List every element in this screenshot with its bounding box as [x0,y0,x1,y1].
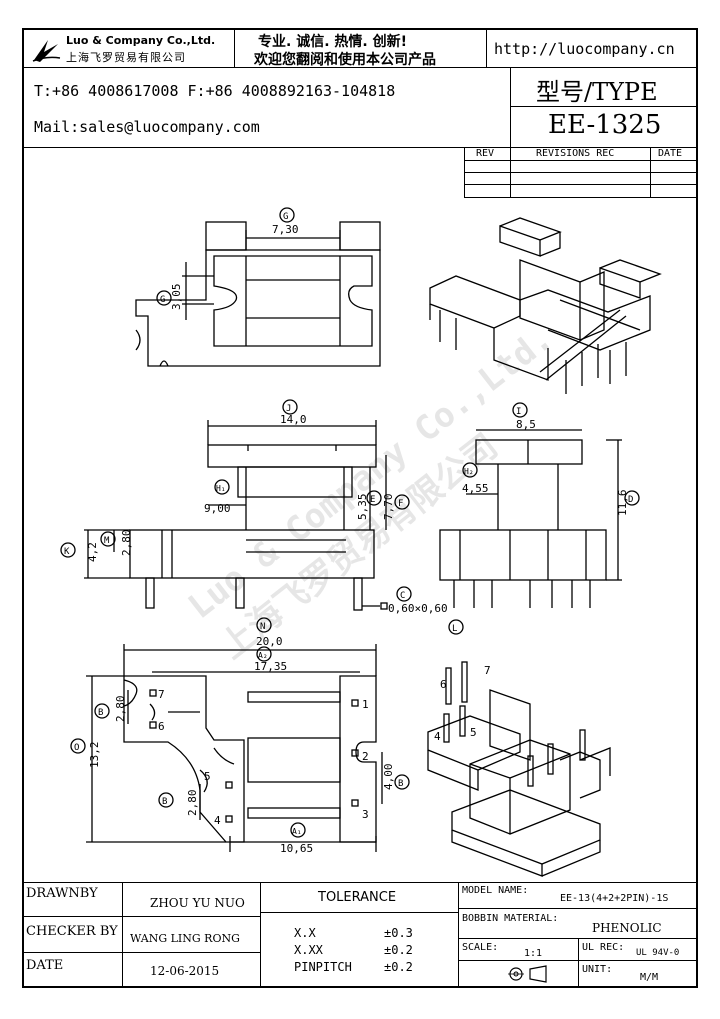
dim-j: 14,0 [280,413,307,426]
ul-rec-label: UL REC: [582,942,625,953]
dim-k: 4,2 [86,542,99,562]
dim-label-m: M [104,536,110,546]
dim-label-g: G [283,212,288,222]
scale-label: SCALE: [462,942,499,953]
type-label: 型号/TYPE [536,78,658,106]
top-view [135,221,381,367]
dim-label-b2: B [398,779,403,789]
iso-pin-4: 4 [434,730,441,743]
dim-label-o: O [74,743,79,753]
dim-label-h2: H₂ [464,467,474,476]
tol-val-0: ±0.3 [384,926,413,940]
unit-label: UNIT: [582,964,613,975]
logo-icon [32,40,61,62]
pin-label-3: 3 [362,808,369,821]
slogan-line-2: 欢迎您翻阅和使用本公司产品 [254,52,436,68]
dim-label-c: C [400,591,405,601]
dim-label-l: L [452,624,457,634]
isometric-view-bottom [427,661,611,877]
dim-e: 5,35 [356,494,369,521]
tolerance-label: TOLERANCE [318,890,397,905]
dim-i: 8,5 [516,418,536,431]
pin-label-6: 6 [158,720,165,733]
dim-m: 2,80 [120,530,133,557]
iso-pin-7: 7 [484,664,491,677]
projection-symbol-icon [508,965,547,983]
revisions-rec-col-header: REVISIONS REC [536,148,615,159]
dim-label-n: N [260,622,265,632]
isometric-view-top [429,217,662,394]
dim-label-b: B [98,708,103,718]
dim-label-a2: A₂ [258,651,268,660]
dim-g: 7,30 [272,223,299,236]
pin-label-1: 1 [362,698,369,711]
bobbin-material-value: PHENOLIC [592,921,662,935]
tol-key-2: PINPITCH [294,960,352,974]
dim-label-b1: B [162,797,167,807]
tol-val-1: ±0.2 [384,943,413,957]
pin-label-2: 2 [362,750,369,763]
dim-label-a1: A₁ [292,827,302,836]
dim-h2: 4,55 [462,482,489,495]
dim-f: 7,70 [382,494,395,521]
front-view [84,420,387,611]
ul-rec-value: UL 94V-0 [636,948,680,958]
dim-label-h1: H₁ [216,484,226,493]
dim-label-f: F [398,499,403,509]
website-url[interactable]: http://luocompany.cn [494,40,675,58]
dim-b1: 2,80 [186,790,199,817]
dim-label-k: K [64,547,70,557]
date-col-header: DATE [658,148,683,159]
dim-a1: 10,65 [280,842,313,855]
dim-o: 13,2 [88,742,101,769]
drawing-sheet [22,28,698,988]
checker-value: WANG LING RONG [130,932,240,945]
slogan-line-1: 专业. 诚信. 热情. 创新! [258,34,407,50]
dim-h1: 9,00 [204,502,231,515]
dim-label-g2: G [160,295,165,305]
side-view [439,429,622,608]
pin-label-4: 4 [214,814,221,827]
dim-n: 20,0 [256,635,283,648]
dim-label-i: I [516,407,521,417]
iso-pins-bottom [443,661,586,787]
dim-b: 2,80 [114,696,127,723]
company-name-en: Luo & Company Co.,Ltd. [66,34,216,47]
pin-label-5: 5 [204,770,211,783]
dim-c: 0,60×0,60 [388,602,448,615]
dim-b2: 4,00 [382,764,395,791]
company-name-cn: 上海飞罗贸易有限公司 [66,51,186,64]
dim-label-j: J [286,404,291,414]
scale-value: 1:1 [524,948,543,959]
dim-a2: 17,35 [254,660,287,673]
iso-pins [439,310,627,394]
contact-phone-fax: T:+86 4008617008 F:+86 4008892163-104818 [34,82,396,100]
bobbin-material-label: BOBBIN MATERIAL: [462,913,559,924]
iso-pin-6: 6 [440,678,447,691]
date-value: 12-06-2015 [150,964,220,978]
drawnby-value: ZHOU YU NUO [150,896,245,910]
dim-label-e: E [370,495,375,505]
model-number: EE-1325 [548,110,662,140]
tol-key-0: X.X [294,926,316,940]
contact-mail[interactable]: Mail:sales@luocompany.com [34,118,260,136]
unit-value: M/M [640,972,659,983]
model-name-label: MODEL NAME: [462,885,529,896]
iso-pin-5: 5 [470,726,477,739]
drawnby-label: DRAWNBY [26,886,98,901]
bottom-view [86,644,383,852]
date-label: DATE [26,958,64,973]
dim-label-d: D [628,495,633,505]
dim-g2: 3,05 [170,284,183,311]
rev-col-header: REV [476,148,495,159]
pin-label-7: 7 [158,688,165,701]
model-name-value: EE-13(4+2+2PIN)-1S [560,893,669,904]
tol-key-1: X.XX [294,943,323,957]
tol-val-2: ±0.2 [384,960,413,974]
checker-label: CHECKER BY [26,924,118,939]
